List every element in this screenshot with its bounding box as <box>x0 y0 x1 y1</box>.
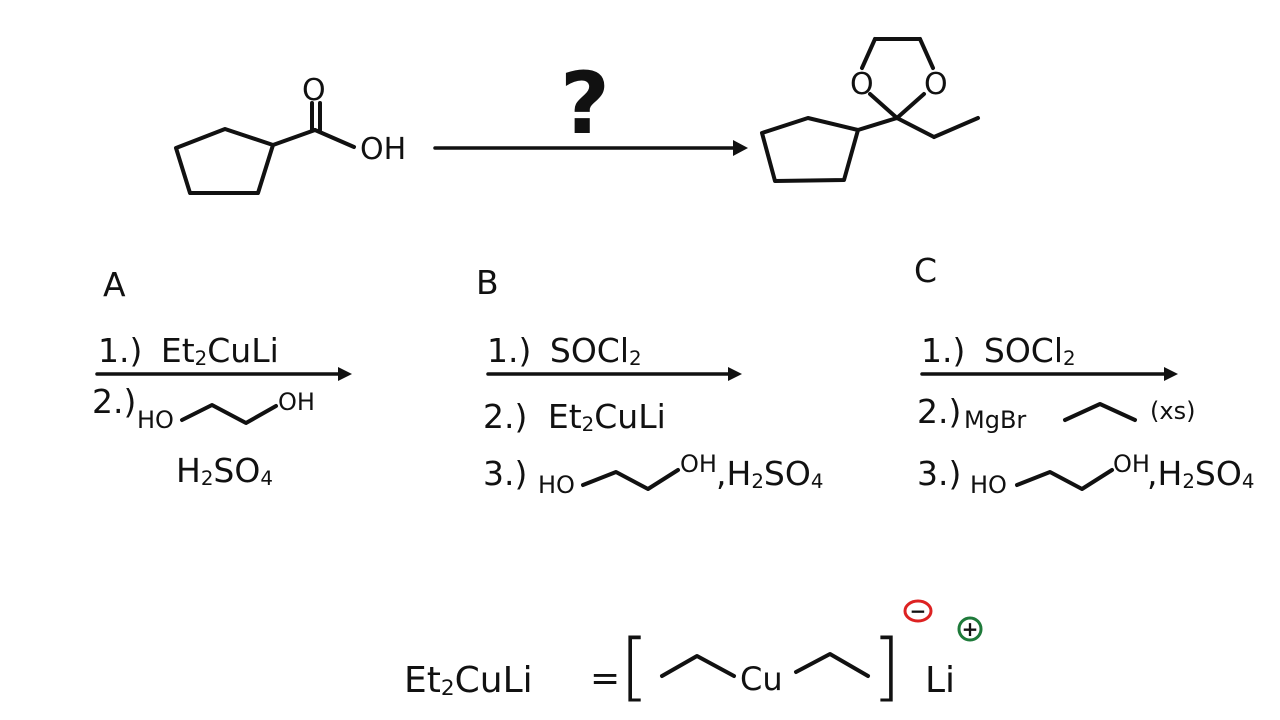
ketal-left-o-bond <box>868 92 899 120</box>
definition-lhs: Et2CuLi <box>404 660 533 701</box>
option-b-step3-num: 3.) <box>483 454 527 493</box>
option-c-diol-ho: HO <box>970 471 1007 499</box>
option-b-acid: ,H2SO4 <box>716 454 823 493</box>
right-ch2-o-bond <box>918 37 935 70</box>
positive-charge-sign: + <box>962 617 979 641</box>
left-bracket: [ <box>620 624 649 710</box>
option-b[interactable]: B 1.) SOCl2 2.) Et2CuLi 3.) HO OH ,H2SO4 <box>476 263 823 499</box>
main-arrow-head <box>733 140 748 156</box>
option-b-step1: 1.) SOCl2 <box>487 331 642 370</box>
positive-charge-circle <box>957 616 983 642</box>
option-c-step1: 1.) SOCl2 <box>921 331 1076 370</box>
definition-equals: = <box>590 658 620 699</box>
ring-to-ketal-bond <box>856 116 899 132</box>
option-c-step2-num: 2.) <box>917 392 961 431</box>
main-reaction-arrow: ? <box>433 54 748 156</box>
left-o-ch2-bond <box>860 37 877 70</box>
product-ring <box>760 116 860 183</box>
option-a-step1-num: 1.) <box>98 331 142 370</box>
option-a-step1: 1.) Et2CuLi <box>98 331 279 370</box>
negative-charge-circle <box>903 599 933 623</box>
option-c-grignard: MgBr <box>964 406 1026 434</box>
reactant-molecule: O OH <box>174 73 406 195</box>
question-mark: ? <box>560 54 610 154</box>
option-a-step1-reagent: Et2CuLi <box>161 331 279 370</box>
option-b-diol-chain <box>581 468 680 491</box>
right-ethyl-chain <box>794 652 870 678</box>
dioxolane-oxygen-left: O <box>850 67 874 102</box>
option-b-diol-oh: OH <box>680 450 717 478</box>
option-c-diol-chain <box>1015 468 1114 491</box>
option-c[interactable]: C 1.) SOCl2 2.) MgBr (xs) 3.) HO OH ,H2S… <box>914 251 1254 499</box>
option-b-step2-reagent: Et2CuLi <box>548 397 666 436</box>
option-a-diol-ho: HO <box>137 406 174 434</box>
lithium-label: Li <box>925 660 955 701</box>
negative-charge-sign: − <box>910 599 927 623</box>
option-c-ethyl-chain <box>1063 402 1137 422</box>
carbon-hydroxyl-bond <box>313 128 356 149</box>
option-c-step1-num: 1.) <box>921 331 965 370</box>
gilman-definition: Et2CuLi = [ Cu ] Li − + <box>404 599 983 710</box>
option-c-step3-num: 3.) <box>917 454 961 493</box>
option-a-step2-num: 2.) <box>92 382 136 421</box>
option-b-step1-reagent: SOCl2 <box>550 331 642 370</box>
option-b-step1-num: 1.) <box>487 331 531 370</box>
option-c-acid: ,H2SO4 <box>1147 454 1254 493</box>
left-ethyl-chain <box>660 654 736 678</box>
product-molecule: O O <box>760 37 980 183</box>
option-a[interactable]: A 1.) Et2CuLi 2.) HO OH H2SO4 <box>92 265 352 490</box>
right-bracket: ] <box>872 624 901 710</box>
option-c-arrow-head <box>1164 367 1178 381</box>
option-a-diol-chain <box>180 403 278 425</box>
dioxolane-oxygen-right: O <box>924 67 948 102</box>
option-c-diol-oh: OH <box>1113 450 1150 478</box>
option-a-letter: A <box>103 265 126 304</box>
option-c-step1-reagent: SOCl2 <box>984 331 1076 370</box>
copper-label: Cu <box>740 660 783 698</box>
option-b-step2: 2.) Et2CuLi <box>483 397 666 436</box>
option-b-step2-num: 2.) <box>483 397 527 436</box>
option-c-letter: C <box>914 251 937 290</box>
reactant-ring <box>174 127 275 195</box>
carbonyl-oxygen-label: O <box>302 73 326 108</box>
hydroxyl-label: OH <box>360 132 406 167</box>
ketal-to-ethyl-bond <box>895 116 936 139</box>
ketal-right-o-bond <box>895 92 926 120</box>
option-a-diol-oh: OH <box>278 388 315 416</box>
option-a-acid: H2SO4 <box>176 451 273 490</box>
ethyl-terminal-bond <box>932 116 980 139</box>
option-b-diol-ho: HO <box>538 471 575 499</box>
ring-to-carbonyl-bond <box>271 128 317 147</box>
option-b-letter: B <box>476 263 499 302</box>
option-a-arrow-head <box>338 367 352 381</box>
option-c-excess-note: (xs) <box>1150 397 1195 425</box>
option-b-arrow-head <box>728 367 742 381</box>
